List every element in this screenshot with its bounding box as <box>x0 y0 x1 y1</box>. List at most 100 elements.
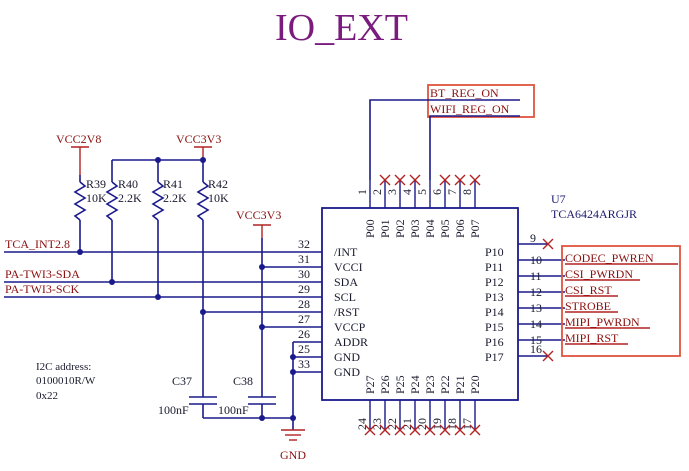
pin-number: 1 <box>355 189 369 195</box>
pin-number: 27 <box>298 312 310 326</box>
pin-number: 13 <box>530 301 542 315</box>
net-csi-rst: CSI_RST <box>565 283 612 297</box>
pin-name: P16 <box>485 335 504 349</box>
pin-name: /RST <box>334 305 360 319</box>
resistor-r40 <box>105 160 119 282</box>
left-pin-group: 32 31 30 29 28 27 26 25 33 /INT VCCI SDA… <box>262 237 368 379</box>
pin-name: VCCI <box>334 260 363 274</box>
pin-number: 26 <box>298 327 310 341</box>
resistor-ref: R40 <box>118 177 138 191</box>
net-twi-sda: PA-TWI3-SDA <box>5 267 80 281</box>
pin-name: ADDR <box>334 335 368 349</box>
net-twi-sck: PA-TWI3-SCK <box>5 282 80 296</box>
pin-number: 24 <box>355 418 369 430</box>
capacitor-ref: C38 <box>233 374 253 388</box>
pin-number: 29 <box>298 282 310 296</box>
pin-name: VCCP <box>334 320 366 334</box>
pin-number: 2 <box>370 189 384 195</box>
pin-name: P15 <box>485 320 504 334</box>
pin-number: 16 <box>530 342 542 356</box>
resistor-r42 <box>196 160 210 312</box>
resistor-ref: R39 <box>86 177 106 191</box>
pin-name: P17 <box>485 350 504 364</box>
pin-number: 11 <box>530 269 542 283</box>
pin-number: 8 <box>460 189 474 195</box>
net-wifi-reg-on: WIFI_REG_ON <box>430 102 510 116</box>
pin-name: SDA <box>334 275 358 289</box>
no-connect-marks-right <box>542 238 554 362</box>
net-codec-pwren: CODEC_PWREN <box>565 251 654 265</box>
pin-number: 32 <box>298 237 310 251</box>
highlight-box-top <box>427 84 535 118</box>
top-pin-group: 1 2 3 4 5 6 7 8 P00 P01 P02 P03 P04 P05 … <box>355 180 482 238</box>
pin-number: 31 <box>298 252 310 266</box>
pin-name: P13 <box>485 290 504 304</box>
pin-number: 6 <box>430 189 444 195</box>
net-bt-reg-on: BT_REG_ON <box>430 86 499 100</box>
resistor-value: 2.2K <box>163 191 187 205</box>
pin-name: P21 <box>453 375 467 394</box>
pin-name: /INT <box>334 245 358 259</box>
left-net-labels: TCA_INT2.8 PA-TWI3-SDA PA-TWI3-SCK <box>5 237 80 296</box>
ic-body <box>321 207 519 401</box>
pin-name: P04 <box>423 219 437 238</box>
capacitor-value: 100nF <box>158 403 189 417</box>
pin-number: 3 <box>385 189 399 195</box>
power-vcc3v3-ic: VCC3V3 <box>236 208 281 222</box>
bottom-pin-group: P27 P26 P25 P24 P23 P22 P21 P20 24 23 22… <box>355 375 482 430</box>
pin-name: P24 <box>408 375 422 394</box>
resistor-r39 <box>73 175 87 252</box>
power-vcc3v3-top: VCC3V3 <box>176 132 221 146</box>
pin-name: SCL <box>334 290 356 304</box>
capacitor-c37 <box>189 396 217 418</box>
pin-number: 5 <box>415 189 429 195</box>
power-symbols: VCC2V8 VCC3V3 VCC3V3 <box>56 132 281 238</box>
pin-name: P23 <box>423 375 437 394</box>
no-connect-marks-bottom <box>364 424 481 436</box>
pin-name: P02 <box>393 219 407 238</box>
note-line-1: I2C address: <box>36 361 91 373</box>
capacitor-value: 100nF <box>218 403 249 417</box>
pin-number: 33 <box>298 357 310 371</box>
page-title: IO_EXT <box>275 7 408 49</box>
pin-name: P20 <box>468 375 482 394</box>
power-gnd: GND <box>280 448 306 462</box>
left-signal-wires <box>4 238 265 397</box>
resistor-value: 10K <box>86 191 107 205</box>
pin-name: P26 <box>378 375 392 394</box>
ic-ref: U7 <box>551 192 566 206</box>
net-csi-pwrdn: CSI_PWRDN <box>565 267 633 281</box>
pin-number: 15 <box>530 333 542 347</box>
pin-name: P10 <box>485 245 504 259</box>
pin-name: P07 <box>468 219 482 238</box>
capacitor-ref: C37 <box>172 374 192 388</box>
pin-number: 30 <box>298 267 310 281</box>
pin-name: P25 <box>393 375 407 394</box>
resistor-ref: R42 <box>208 177 228 191</box>
highlight-box-right <box>561 245 681 357</box>
note-line-2: 0100010R/W <box>36 375 96 387</box>
pin-number: 25 <box>298 342 310 356</box>
top-net-wires: BT_REG_ON WIFI_REG_ON <box>369 86 520 180</box>
pin-name: GND <box>334 365 360 379</box>
ic-part-number: TCA6424ARGJR <box>551 207 637 221</box>
pin-number: 12 <box>530 285 542 299</box>
pin-number: 28 <box>298 297 310 311</box>
pin-number: 4 <box>400 189 414 195</box>
pin-name: P01 <box>378 219 392 238</box>
pin-number: 10 <box>530 253 542 267</box>
pin-name: GND <box>334 350 360 364</box>
resistor-r41 <box>151 160 165 297</box>
pin-name: P05 <box>438 219 452 238</box>
pin-name: P03 <box>408 219 422 238</box>
net-tca-int: TCA_INT2.8 <box>5 237 70 251</box>
i2c-address-note: I2C address: 0100010R/W 0x22 <box>36 361 96 402</box>
right-net-labels: CODEC_PWREN CSI_PWRDN CSI_RST STROBE MIP… <box>565 251 678 345</box>
pin-name: P27 <box>363 375 377 394</box>
note-line-3: 0x22 <box>36 390 58 402</box>
pin-name: P06 <box>453 219 467 238</box>
pin-name: P22 <box>438 375 452 394</box>
net-mipi-rst: MIPI_RST <box>565 331 619 345</box>
net-mipi-pwrdn: MIPI_PWRDN <box>565 315 640 329</box>
